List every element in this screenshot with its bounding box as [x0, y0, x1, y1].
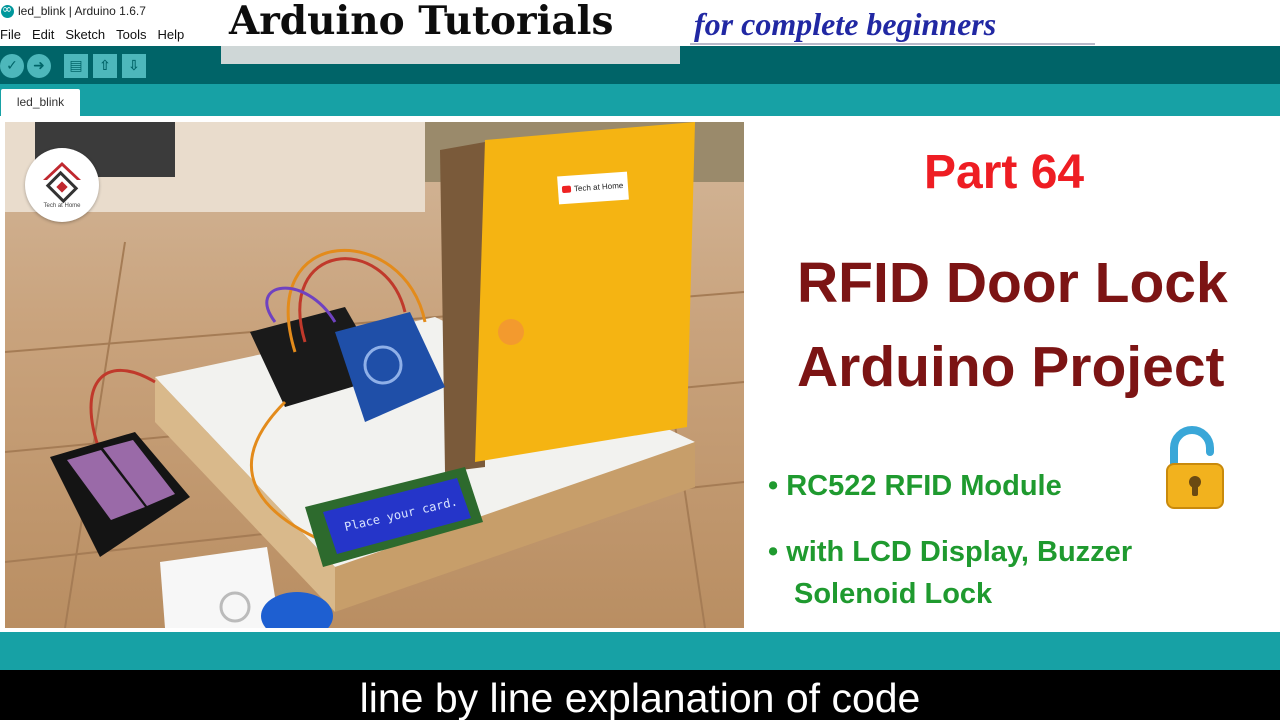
- yellow-door: [475, 122, 695, 462]
- feature-lcd-buzzer: • with LCD Display, Buzzer: [768, 536, 1133, 568]
- tab-bar: led_blink: [0, 84, 1280, 116]
- open-button[interactable]: ⇧: [93, 54, 117, 78]
- part-number: Part 64: [924, 146, 1085, 199]
- battery-cell-2: [103, 440, 175, 506]
- status-band: [0, 632, 1280, 670]
- key-ring: [219, 591, 251, 623]
- menu-tools[interactable]: Tools: [116, 27, 147, 42]
- house-logo-icon: [43, 162, 81, 204]
- menu-file[interactable]: File: [0, 27, 21, 42]
- feature-solenoid: Solenoid Lock: [794, 578, 993, 610]
- door-knob: [498, 319, 524, 345]
- battery-cell-1: [67, 450, 145, 520]
- base-board-side-front: [335, 442, 695, 612]
- open-padlock-icon: [1166, 426, 1224, 509]
- window-title: led_blink | Arduino 1.6.7: [18, 4, 146, 18]
- subtitle-underline: [690, 43, 1095, 45]
- video-caption: line by line explanation of code: [359, 675, 921, 720]
- jumper-wires: [89, 248, 427, 544]
- title-strip: [221, 46, 680, 64]
- new-file-icon: ▤: [69, 58, 83, 74]
- logo-text: Tech at Home: [43, 203, 81, 209]
- open-icon: ⇧: [99, 58, 111, 74]
- rfid-antenna: [363, 345, 403, 385]
- caption-bar: line by line explanation of code: [0, 670, 1280, 720]
- project-photo: Tech at Home Tech at Home Place your car…: [5, 122, 744, 628]
- right-info-panel: [744, 116, 1280, 632]
- verify-button[interactable]: ✓: [0, 54, 24, 78]
- save-icon: ⇩: [128, 58, 140, 74]
- tab-led-blink[interactable]: led_blink: [1, 89, 80, 116]
- rfid-keyfob: [261, 592, 333, 628]
- project-title-line2: Arduino Project: [797, 335, 1225, 399]
- window-titlebar: led_blink | Arduino 1.6.7: [0, 0, 1280, 24]
- rfid-module: [335, 312, 445, 422]
- project-title-line1: RFID Door Lock: [797, 251, 1228, 315]
- upload-button[interactable]: ➜: [27, 54, 51, 78]
- tutorial-title: Arduino Tutorials: [229, 0, 614, 44]
- arrow-right-icon: ➜: [33, 58, 45, 74]
- menu-sketch[interactable]: Sketch: [65, 27, 106, 42]
- menu-edit[interactable]: Edit: [31, 27, 55, 42]
- door-frame: [440, 142, 485, 472]
- new-button[interactable]: ▤: [64, 54, 88, 78]
- lcd-screen: [323, 478, 471, 554]
- project-photo-scene: [5, 122, 744, 628]
- tech-at-home-logo: Tech at Home: [25, 148, 99, 222]
- menu-bar: File Edit Sketch Tools Help: [0, 24, 1280, 46]
- tutorial-subtitle: for complete beginners: [694, 6, 997, 42]
- feature-rc522: • RC522 RFID Module: [768, 470, 1062, 502]
- arduino-app-icon: [1, 2, 14, 18]
- door-sticker: Tech at Home: [557, 171, 629, 205]
- check-icon: ✓: [6, 58, 18, 74]
- save-button[interactable]: ⇩: [122, 54, 146, 78]
- base-board-side-left: [155, 377, 335, 612]
- menu-help[interactable]: Help: [157, 27, 185, 42]
